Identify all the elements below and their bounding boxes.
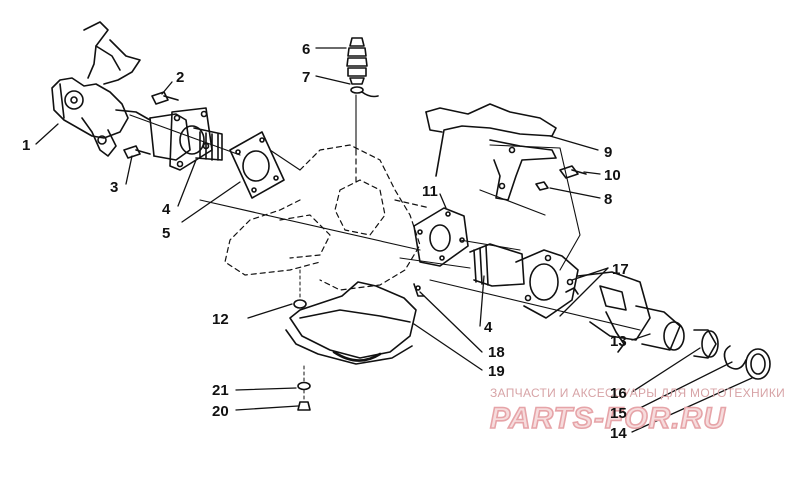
label-21: 21	[212, 382, 229, 399]
engine-housing-outline	[224, 144, 431, 291]
part-7-ring	[350, 86, 364, 94]
label-10: 10	[604, 167, 621, 184]
label-8: 8	[604, 191, 612, 208]
part-8-nut	[535, 181, 549, 191]
part-2-bolt	[151, 91, 179, 105]
label-4-left: 4	[162, 201, 171, 218]
part-13-bearing	[635, 305, 685, 351]
part-16-bushing	[693, 329, 719, 359]
label-13: 13	[610, 333, 627, 350]
label-12: 12	[212, 311, 229, 328]
part-14-seal	[745, 348, 771, 380]
part-10-bolt	[559, 165, 587, 179]
label-3: 3	[110, 179, 118, 196]
label-4-right: 4	[484, 319, 493, 336]
part-11-flange	[413, 207, 469, 267]
part-15-snap-ring	[723, 345, 747, 370]
part-21-washer	[297, 381, 311, 391]
label-11: 11	[422, 183, 438, 200]
label-16: 16	[610, 385, 627, 402]
part-6-boot	[346, 37, 368, 85]
watermark-brand: PARTS-FOR.RU	[490, 402, 726, 435]
label-14: 14	[610, 425, 627, 442]
part-17-flange	[515, 249, 579, 319]
part-3-bolt	[123, 145, 151, 159]
part-7-leader-curve	[361, 91, 379, 98]
label-15: 15	[610, 405, 627, 422]
part-12-washer	[293, 269, 307, 309]
label-19: 19	[488, 363, 505, 380]
parts-drawing	[35, 21, 771, 433]
watermark-brand-fill: PARTS-FOR.RU	[490, 402, 726, 435]
label-20: 20	[212, 403, 229, 420]
watermark-tagline: ЗАПЧАСТИ И АКСЕССУАРЫ ДЛЯ МОТОТЕХНИКИ	[490, 386, 785, 400]
part-18-clip	[413, 283, 425, 297]
watermark: ЗАПЧАСТИ И АКСЕССУАРЫ ДЛЯ МОТОТЕХНИКИ PA…	[489, 386, 785, 436]
callout-labels: 1 2 3 4 5 6 7 8 9 10 11 12 4 13 14 15 16…	[22, 41, 629, 442]
label-17: 17	[612, 261, 629, 278]
label-7: 7	[302, 69, 310, 86]
part-20-bolt	[297, 365, 311, 411]
part-1-shift-bracket	[51, 21, 151, 157]
leader-lines	[35, 47, 753, 433]
right-tube	[577, 271, 651, 353]
part-9-bracket	[425, 103, 557, 201]
label-6: 6	[302, 41, 310, 58]
label-2: 2	[176, 69, 184, 86]
part-5-gasket	[229, 131, 285, 199]
label-18: 18	[488, 344, 505, 361]
label-5: 5	[162, 225, 170, 242]
label-9: 9	[604, 144, 612, 161]
part-19-skid-plate	[285, 281, 417, 365]
label-1: 1	[22, 137, 30, 154]
part-4-right-shaft	[469, 243, 525, 287]
